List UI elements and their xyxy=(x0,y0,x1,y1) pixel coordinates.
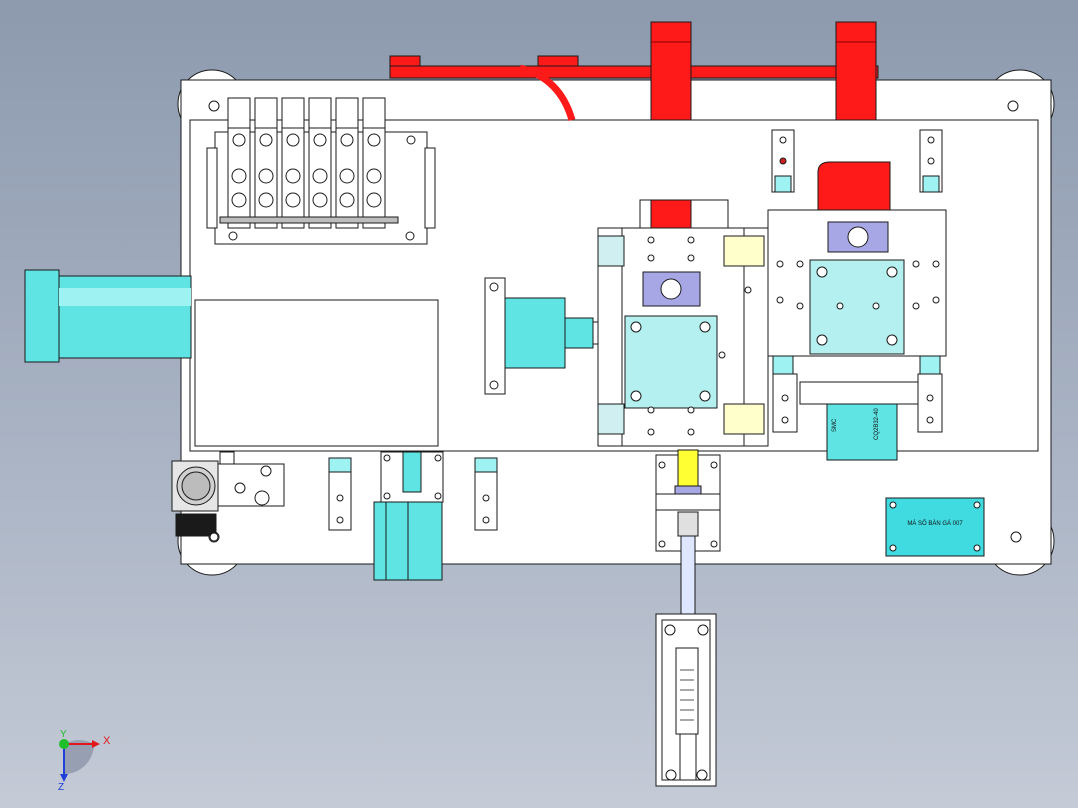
fixture-station-2[interactable] xyxy=(767,129,947,461)
y-axis-dot xyxy=(59,739,69,749)
solenoid-valve[interactable] xyxy=(254,97,278,229)
nameplate-text: MÁ SỐ BÀN GÁ 007 xyxy=(907,520,963,527)
solenoid-valve[interactable] xyxy=(227,97,251,229)
solenoid-valve[interactable] xyxy=(335,97,359,229)
z-axis-label: Z xyxy=(58,782,64,793)
coordinate-triad xyxy=(59,739,100,782)
pressure-regulator[interactable] xyxy=(171,451,285,542)
red-clamp-rail[interactable] xyxy=(389,21,879,122)
cylinder-label-model: CQ2B32-40 xyxy=(874,408,880,440)
bottom-vertical-cylinder[interactable] xyxy=(373,451,444,581)
control-box-panel[interactable] xyxy=(194,299,439,447)
y-axis-label: Y xyxy=(60,729,67,740)
solenoid-valve[interactable] xyxy=(281,97,305,229)
toggle-clamp[interactable] xyxy=(655,449,721,787)
cylinder-label-brand: SMC xyxy=(832,418,838,432)
solenoid-valve[interactable] xyxy=(308,97,332,229)
solenoid-valve[interactable] xyxy=(362,97,386,229)
bottom-stop-blocks[interactable] xyxy=(328,457,498,531)
x-axis-label: X xyxy=(103,735,111,747)
nameplate[interactable] xyxy=(885,497,985,557)
left-main-cylinder[interactable] xyxy=(24,269,192,363)
fixture-station-1[interactable] xyxy=(597,199,769,447)
valve-manifold[interactable] xyxy=(206,97,436,245)
